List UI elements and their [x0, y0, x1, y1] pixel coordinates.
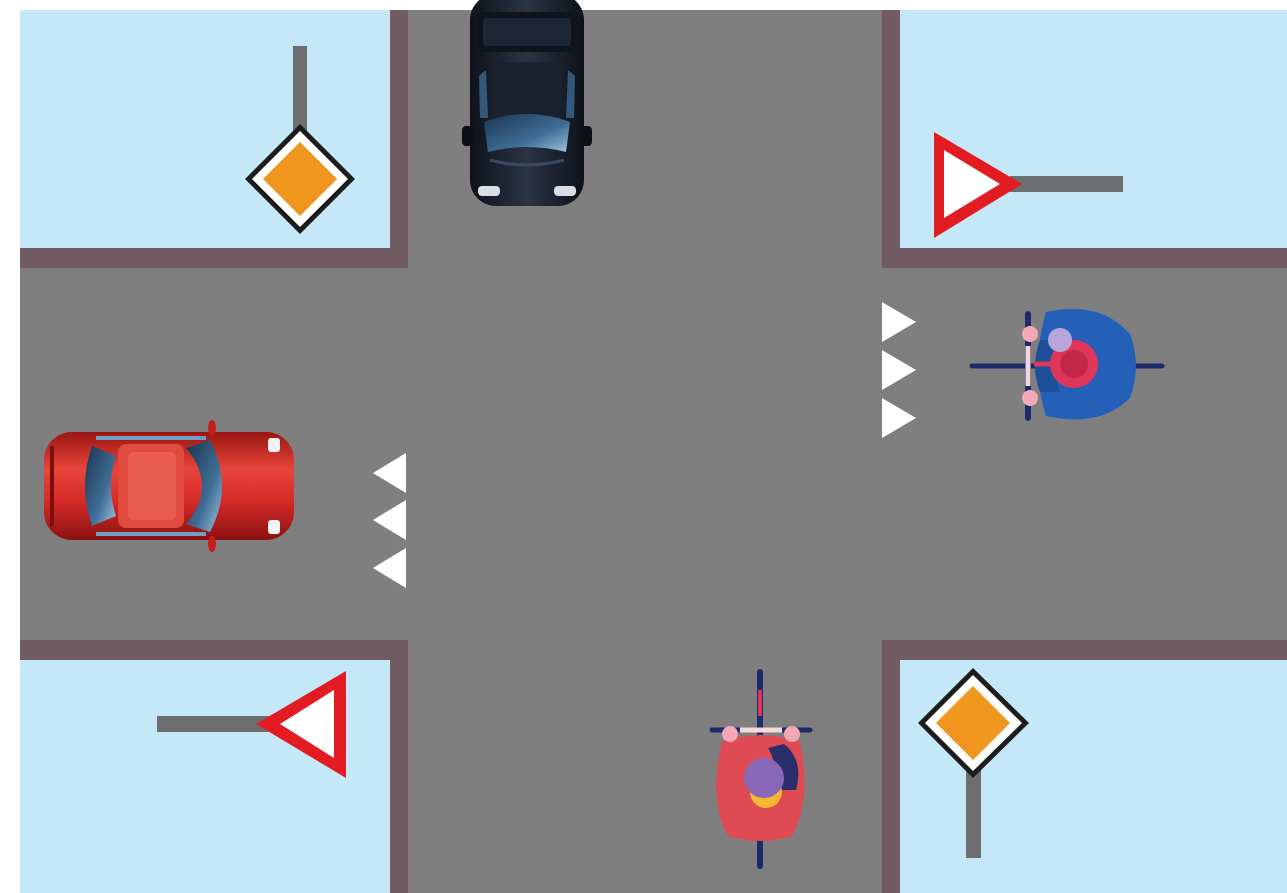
yield-triangle-icon: [256, 671, 346, 778]
corner-sw: [20, 640, 408, 893]
diamond-priority-road-icon: [918, 668, 1029, 778]
mirror: [208, 420, 216, 436]
red-cyclist: [709, 669, 813, 869]
diamond-priority-road-icon: [245, 124, 355, 234]
priority-road-sign-nw: [245, 46, 355, 234]
yield-line-triangles-east: [882, 302, 916, 438]
dark-car: [462, 0, 592, 206]
red-car: [44, 420, 294, 552]
shark-tooth: [882, 398, 916, 438]
yield-sign-ne: [934, 132, 1123, 238]
blue-cyclist: [969, 308, 1165, 421]
shark-tooth: [882, 350, 916, 390]
yield-triangle-icon: [934, 132, 1022, 238]
shark-tooth: [373, 500, 406, 540]
shark-tooth: [373, 453, 406, 493]
shark-tooth: [882, 302, 916, 342]
priority-road-sign-se: [918, 668, 1029, 858]
yield-sign-sw: [157, 671, 346, 778]
mirror: [208, 536, 216, 552]
corner-se: [882, 640, 1287, 893]
shark-tooth: [373, 548, 406, 588]
helmet: [744, 758, 784, 798]
yield-line-triangles-west: [373, 453, 406, 588]
corner-nw: [20, 10, 408, 268]
